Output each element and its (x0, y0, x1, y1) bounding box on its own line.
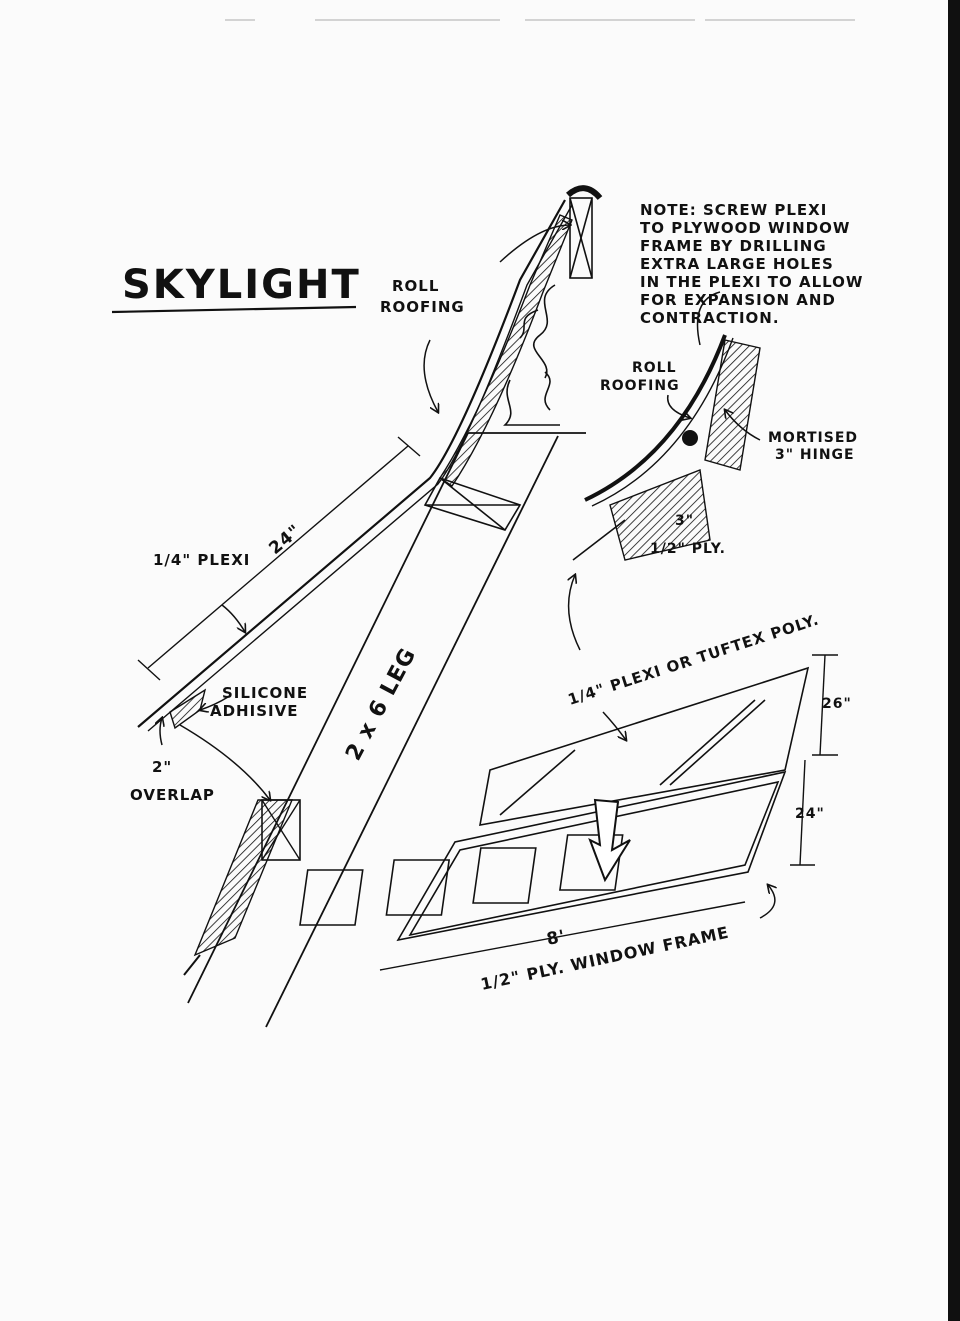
svg-text:2": 2" (152, 758, 172, 776)
label-dim-24-frame: 24" (795, 806, 825, 822)
label-dim-24-slope: 24" (265, 521, 305, 559)
wood-grain-cut (503, 284, 560, 426)
label-plexi-quarter: 1/4" PLEXI (153, 551, 250, 569)
svg-text:ROOFING: ROOFING (380, 298, 465, 316)
svg-text:OVERLAP: OVERLAP (130, 786, 215, 804)
label-window-frame: 1/2" PLY. WINDOW FRAME (479, 923, 731, 994)
note-line-5: IN THE PLEXI TO ALLOW (640, 273, 863, 291)
svg-text:3" HINGE: 3" HINGE (775, 447, 855, 463)
label-overlap: 2" OVERLAP (130, 758, 215, 804)
svg-text:ROOFING: ROOFING (600, 378, 680, 394)
label-leg: 2 x 6 LEG (341, 644, 421, 765)
label-plexi-or-tuftex: 1/4" PLEXI OR TUFTEX POLY. (566, 610, 822, 708)
label-mortised-hinge: MORTISED 3" HINGE (768, 430, 858, 463)
title-group: SKYLIGHT (111, 262, 361, 314)
label-ply-half: 1/2" PLY. (650, 541, 726, 557)
svg-text:SILICONE: SILICONE (222, 684, 308, 702)
ridge-block (569, 197, 593, 279)
svg-text:ROLL: ROLL (392, 277, 439, 295)
hinge-detail (572, 334, 761, 561)
placement-arrow (588, 798, 631, 883)
label-dim-3: 3" (675, 513, 694, 529)
frame-dimensions (379, 654, 838, 971)
label-dim-26: 26" (822, 696, 852, 712)
dim-24-slope (137, 436, 421, 681)
scan-edge (948, 0, 960, 1321)
label-roll-roofing-detail: ROLL ROOFING (600, 360, 680, 394)
lower-roof (183, 799, 301, 976)
title-underline (111, 305, 357, 314)
label-dim-8: 8' (545, 926, 568, 950)
note-line-3: FRAME BY DRILLING (640, 237, 827, 255)
page-title: SKYLIGHT (122, 262, 361, 308)
top-block (423, 477, 522, 531)
note-line-1: NOTE: SCREW PLEXI (640, 201, 827, 219)
svg-text:ADHISIVE: ADHISIVE (210, 702, 298, 720)
label-roll-roofing-main: ROLL ROOFING (380, 277, 465, 316)
plexi-panel (479, 666, 810, 826)
note-line-2: TO PLYWOOD WINDOW (640, 219, 850, 237)
note-line-7: CONTRACTION. (640, 309, 780, 327)
leg-2x6 (187, 432, 586, 1028)
note-block: NOTE: SCREW PLEXI TO PLYWOOD WINDOW FRAM… (640, 201, 863, 327)
svg-text:MORTISED: MORTISED (768, 430, 858, 446)
leader-arrows (160, 225, 775, 919)
note-line-6: FOR EXPANSION AND (640, 291, 836, 309)
svg-text:ROLL: ROLL (632, 360, 677, 376)
note-line-4: EXTRA LARGE HOLES (640, 255, 834, 273)
window-frame (299, 770, 787, 942)
label-silicone: SILICONE ADHISIVE (210, 684, 308, 720)
